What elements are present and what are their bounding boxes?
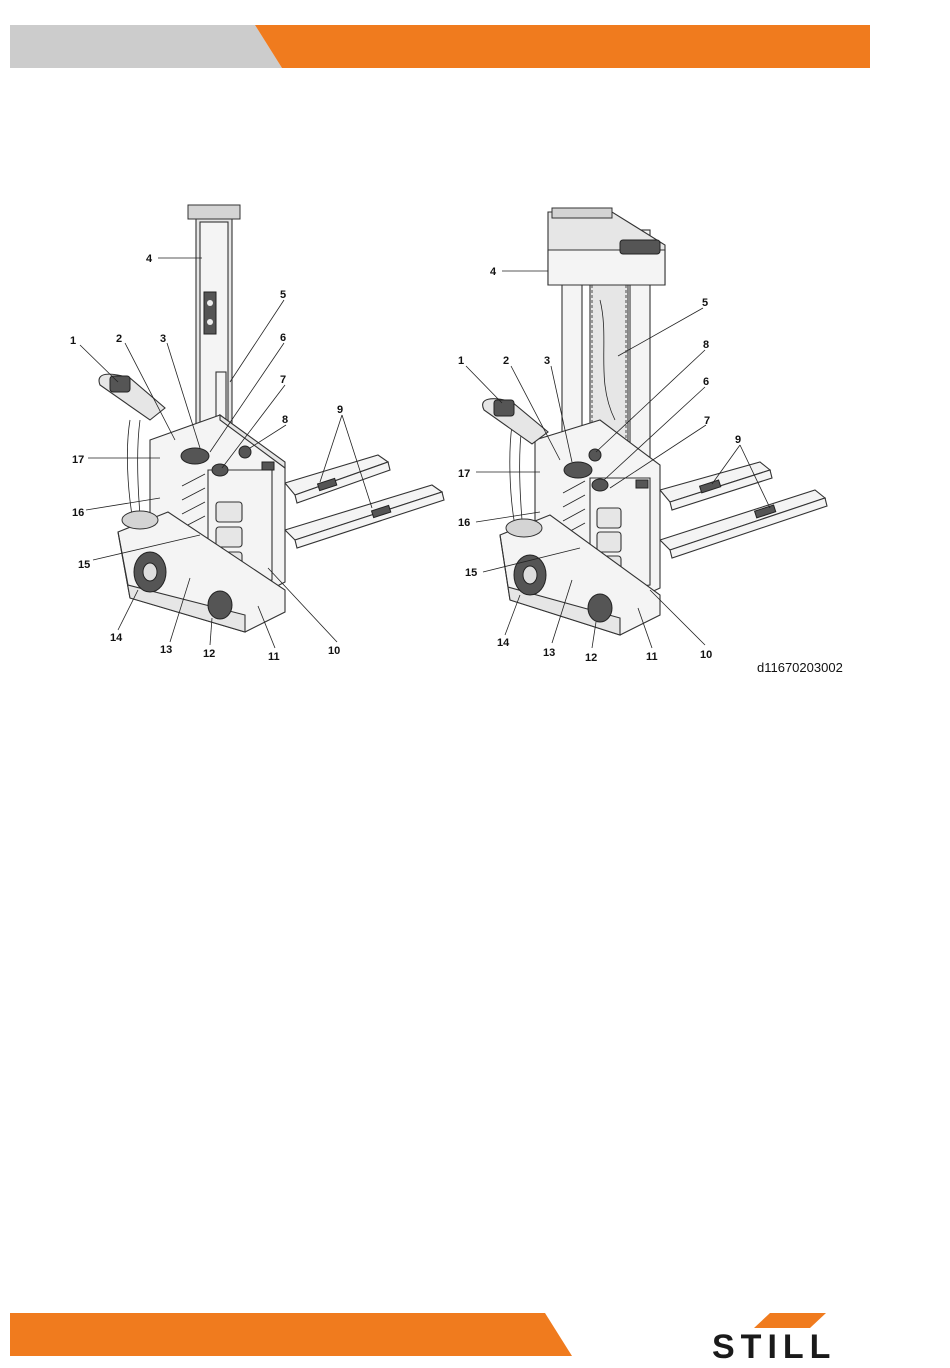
logo-wordmark: STILL [712,1328,836,1366]
left-callout-8: 8 [282,414,288,426]
left-truck-illustration: 1 2 3 4 5 6 7 8 9 10 11 12 13 14 15 16 1… [70,205,444,663]
left-callout-14: 14 [110,632,123,644]
right-callout-9: 9 [735,434,741,446]
left-callout-13: 13 [160,644,172,656]
left-callout-12: 12 [203,648,215,660]
left-callout-15: 15 [78,559,90,571]
right-callout-15: 15 [465,567,477,579]
right-callout-14: 14 [497,637,510,649]
right-callout-11: 11 [646,651,658,663]
left-callout-9: 9 [337,404,343,416]
still-logo: STILL [712,1313,836,1366]
right-callout-5: 5 [702,297,708,309]
truck-overview-figure: 1 2 3 4 5 6 7 8 9 10 11 12 13 14 15 16 1… [0,190,950,690]
left-callout-5: 5 [280,289,286,301]
left-callout-16: 16 [72,507,84,519]
left-callout-3: 3 [160,333,166,345]
logo-orange-chevron [754,1313,826,1328]
footer-orange-bar [10,1313,572,1356]
right-callout-12: 12 [585,652,597,664]
right-truck-illustration: 1 2 3 4 5 8 6 7 9 10 11 12 13 14 15 16 1… [458,208,827,664]
left-callout-6: 6 [280,332,286,344]
left-callout-11: 11 [268,651,280,663]
right-callout-10: 10 [700,649,712,661]
right-callout-16: 16 [458,517,470,529]
right-callout-3: 3 [544,355,550,367]
header-orange-bar [255,25,870,68]
left-callout-17: 17 [72,454,84,466]
right-callout-4: 4 [490,266,497,278]
header-band [0,0,950,80]
drawing-id: d11670203002 [757,660,843,675]
right-callout-1: 1 [458,355,464,367]
right-callout-7: 7 [704,415,710,427]
left-callout-10: 10 [328,645,340,657]
right-callout-13: 13 [543,647,555,659]
right-callout-8: 8 [703,339,709,351]
left-callout-4: 4 [146,253,153,265]
right-callout-17: 17 [458,468,470,480]
footer-band: STILL [0,1300,950,1368]
left-callout-1: 1 [70,335,76,347]
right-callout-6: 6 [703,376,709,388]
left-callout-2: 2 [116,333,122,345]
right-callout-2: 2 [503,355,509,367]
header-gray-tab [10,25,282,68]
left-callout-7: 7 [280,374,286,386]
